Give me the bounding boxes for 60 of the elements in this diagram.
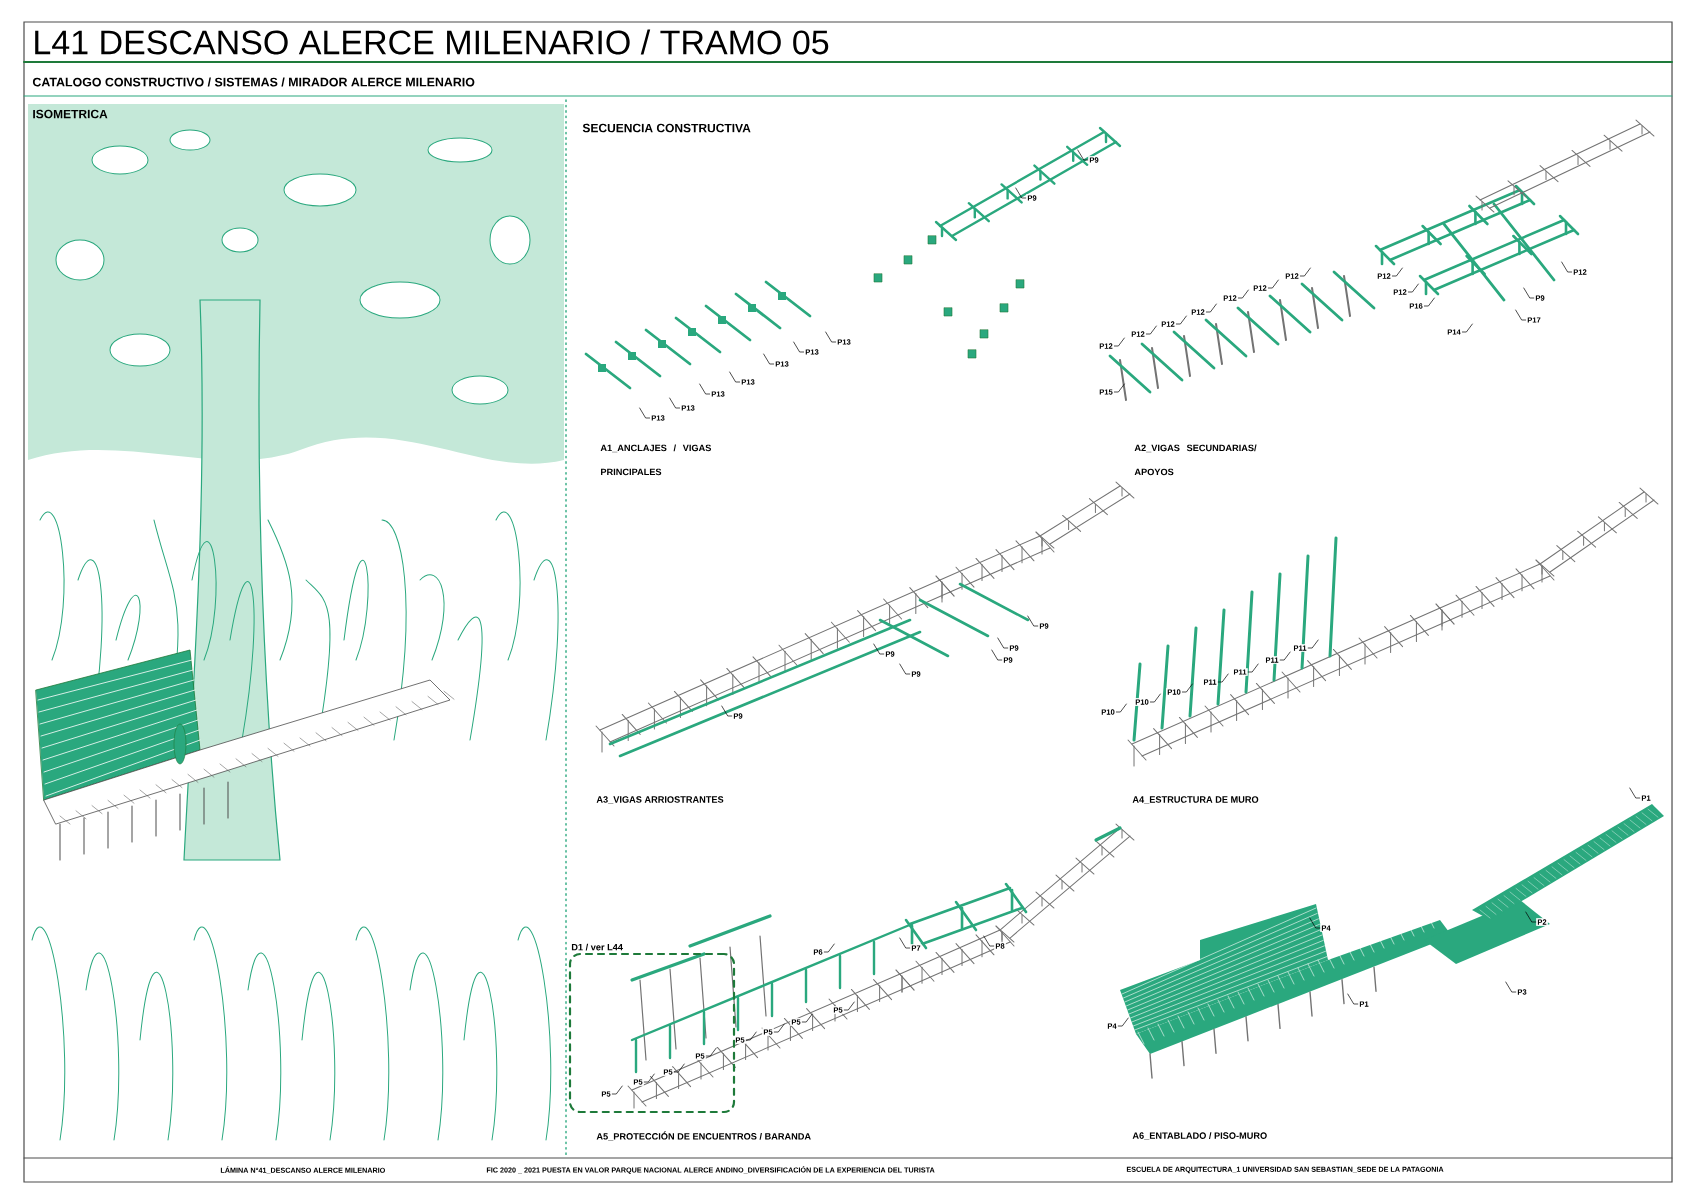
- leader-line: [1238, 289, 1249, 299]
- construction-stage-drawing: [1127, 487, 1659, 767]
- leader-line: [1408, 283, 1419, 293]
- leader-line: [773, 1023, 785, 1033]
- leader-line: [873, 643, 885, 655]
- leader-line: [983, 935, 995, 947]
- leader-line: [639, 407, 650, 419]
- leader-line: [1247, 663, 1259, 673]
- construction-stage-drawing: [627, 823, 1135, 1109]
- leader-line: [1150, 693, 1161, 703]
- leader-line: [1117, 1017, 1129, 1027]
- construction-stage-drawing: [584, 126, 1122, 390]
- leader-line: [1462, 323, 1473, 333]
- construction-stage-drawing: [1120, 804, 1665, 1079]
- leader-line: [991, 649, 1003, 661]
- leader-line: [1077, 149, 1089, 161]
- leader-line: [1027, 615, 1039, 627]
- leader-line: [721, 705, 733, 717]
- leader-line: [1629, 787, 1641, 799]
- leader-line: [843, 1001, 855, 1011]
- leader-line: [1505, 981, 1517, 993]
- leader-line: [611, 1085, 623, 1095]
- leader-line: [899, 663, 911, 675]
- leader-line: [1146, 325, 1157, 335]
- leader-line: [1114, 337, 1125, 347]
- leader-line: [1300, 267, 1311, 277]
- leader-line: [643, 1073, 655, 1083]
- sheet-title: L41 DESCANSO ALERCE MILENARIO / TRAMO 05: [35, 29, 829, 55]
- leader-line: [1217, 673, 1229, 683]
- leader-line: [1176, 315, 1187, 325]
- leader-line: [1116, 703, 1127, 713]
- leader-line: [823, 943, 835, 953]
- leader-line: [763, 353, 774, 365]
- leader-line: [705, 1047, 717, 1057]
- leader-line: [1525, 911, 1537, 923]
- leader-line: [1279, 651, 1291, 661]
- leader-line: [1206, 303, 1217, 313]
- leader-line: [1515, 309, 1526, 321]
- leader-line: [1424, 297, 1435, 307]
- leader-line: [1392, 267, 1403, 277]
- leader-line: [1523, 287, 1535, 299]
- leader-line: [1561, 261, 1572, 273]
- leader-line: [1182, 683, 1193, 693]
- leader-line: [793, 341, 804, 353]
- leader-line: [669, 397, 680, 409]
- construction-stage-drawing: [595, 481, 1135, 758]
- leader-line: [745, 1031, 757, 1041]
- leader-line: [1268, 279, 1279, 289]
- leader-line: [801, 1013, 813, 1023]
- leader-line: [1114, 383, 1125, 393]
- leader-line: [1307, 639, 1319, 649]
- leader-line: [673, 1063, 685, 1073]
- leader-line: [1347, 993, 1359, 1005]
- leader-line: [699, 383, 710, 395]
- leader-line: [1309, 917, 1321, 929]
- leader-line: [997, 637, 1009, 649]
- leader-line: [1015, 187, 1027, 199]
- leader-line: [899, 937, 911, 949]
- leader-line: [729, 371, 740, 383]
- leader-line: [825, 331, 836, 343]
